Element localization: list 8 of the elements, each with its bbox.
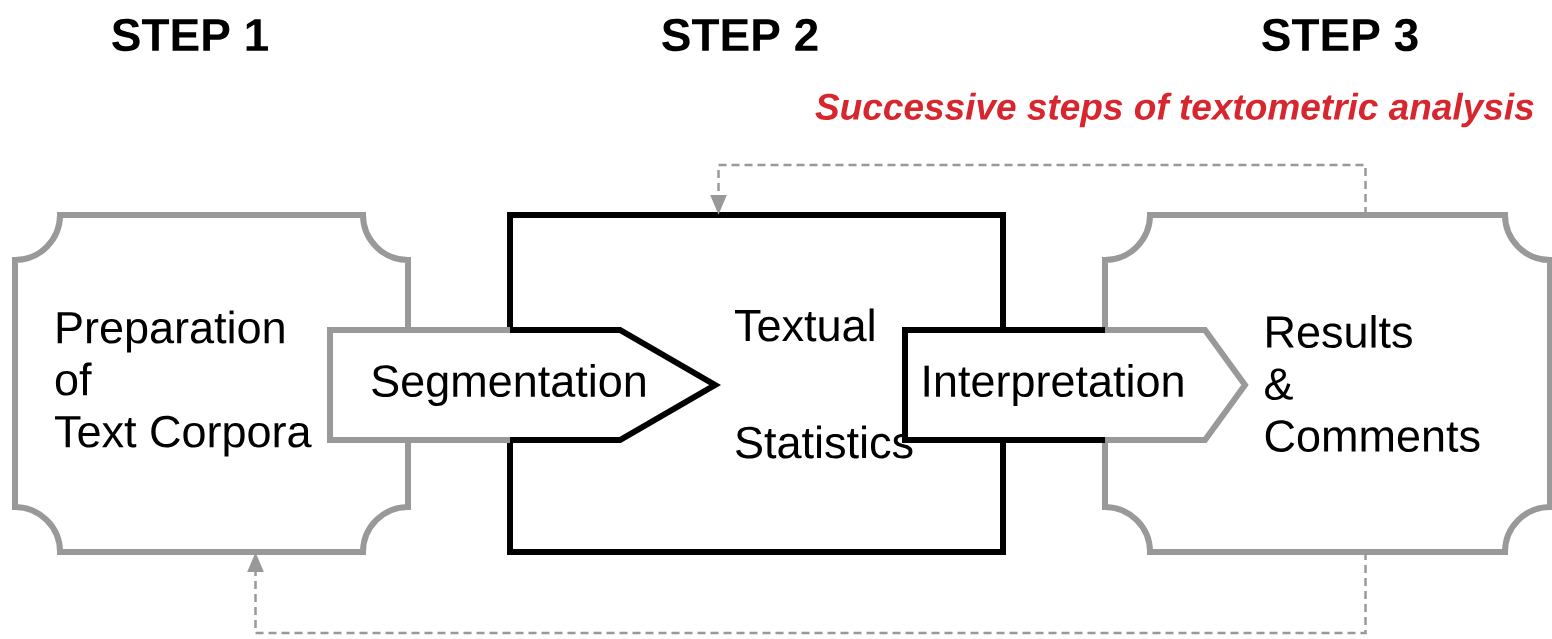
step-label: STEP 2 xyxy=(662,18,818,52)
title: Successive steps of textometric analysis xyxy=(815,92,1534,128)
arrow-box: Interpretation xyxy=(902,327,1249,443)
dashed-arrow xyxy=(710,163,1367,215)
step-label: STEP 3 xyxy=(1262,18,1418,52)
dashed-arrow xyxy=(247,552,1367,635)
arrow-box: Segmentation xyxy=(327,327,721,443)
step-label: STEP 1 xyxy=(112,18,268,52)
